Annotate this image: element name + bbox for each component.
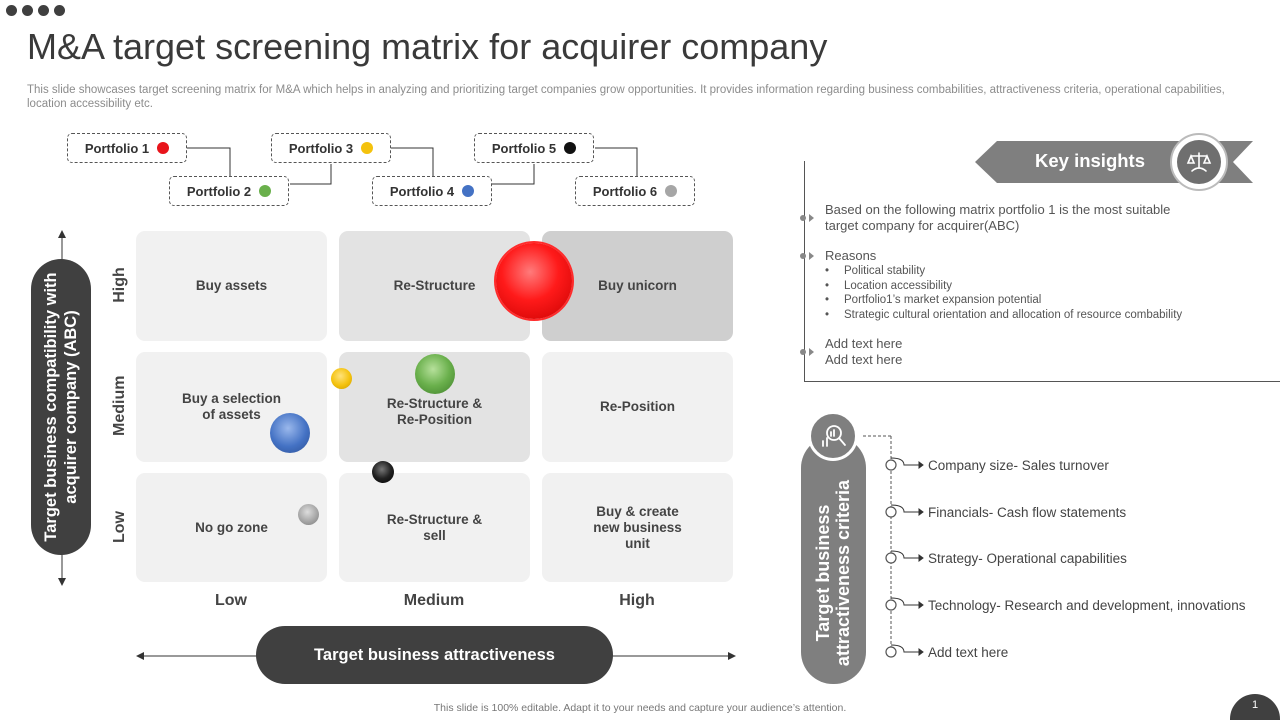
col-label-medium: Medium <box>403 592 465 609</box>
portfolio-4-tag: Portfolio 4 <box>372 176 492 206</box>
reason-item: •Strategic cultural orientation and allo… <box>825 308 1183 321</box>
blue-dot-icon <box>462 185 475 197</box>
black-dot-icon <box>564 142 577 154</box>
insight-main-point: Based on the following matrix portfolio … <box>825 202 1171 233</box>
col-label-low: Low <box>215 592 247 609</box>
gray-dot-icon <box>665 185 678 197</box>
reason-item: •Political stability <box>825 265 926 277</box>
criteria-item: Strategy- Operational capabilities <box>928 551 1127 566</box>
insight-markers <box>800 214 814 356</box>
criteria-connectors <box>863 435 924 658</box>
row-label-low: Low <box>111 511 128 543</box>
criteria-item: Company size- Sales turnover <box>928 458 1109 473</box>
portfolio-5-tag: Portfolio 5 <box>474 133 594 163</box>
criteria-item: Financials- Cash flow statements <box>928 505 1127 520</box>
insight-add-text-1: Add text here <box>825 336 903 351</box>
y-axis-pill <box>31 259 91 555</box>
insight-add-text-2: Add text here <box>825 352 903 367</box>
page-subtitle: This slide showcases target screening ma… <box>27 84 1225 110</box>
green-dot-icon <box>259 185 272 197</box>
key-insights-panel <box>804 161 1280 382</box>
portfolio-1-tag: Portfolio 1 <box>67 133 187 163</box>
portfolio-3-tag: Portfolio 3 <box>271 133 391 163</box>
cell-high-high: Buy unicorn <box>542 231 733 341</box>
cell-low-medium: Re-Structure & sell <box>339 473 530 582</box>
page-number-badge: 1 <box>1230 694 1280 720</box>
criteria-item: Add text here <box>928 645 1009 660</box>
reason-item: •Portfolio1’s market expansion potential <box>825 294 1042 306</box>
portfolio-6-tag: Portfolio 6 <box>575 176 695 206</box>
portfolio-4-bubble <box>270 413 310 453</box>
col-label-high: High <box>619 592 655 609</box>
cell-medium-high: Re-Position <box>542 352 733 462</box>
page-title: M&A target screening matrix for acquirer… <box>27 26 828 67</box>
portfolio-5-bubble <box>372 461 394 483</box>
x-axis-title: Target business attractiveness <box>256 626 613 684</box>
red-dot-icon <box>157 142 170 154</box>
row-label-high: High <box>111 267 128 303</box>
analytics-magnifier-icon <box>808 411 858 461</box>
key-insights-heading: Key insights <box>1035 150 1145 171</box>
yellow-dot-icon <box>361 142 374 154</box>
scale-icon <box>1170 133 1228 191</box>
y-axis-title: Target business compatibility with acqui… <box>42 272 80 542</box>
portfolio-1-bubble <box>496 243 572 319</box>
row-label-medium: Medium <box>111 375 128 436</box>
portfolio-2-tag: Portfolio 2 <box>169 176 289 206</box>
portfolio-2-bubble <box>415 354 455 394</box>
criteria-item: Technology- Research and development, in… <box>928 598 1246 613</box>
reasons-title: Reasons <box>825 248 877 263</box>
cell-low-high: Buy & create new business unit <box>542 473 733 582</box>
cell-low-low: No go zone <box>136 473 327 582</box>
cell-high-low: Buy assets <box>136 231 327 341</box>
reason-item: •Location accessibility <box>825 279 953 292</box>
reasons-list: •Political stability •Location accessibi… <box>825 264 1182 322</box>
criteria-title: Target business attractiveness criteria <box>813 479 853 667</box>
portfolio-3-bubble <box>331 368 352 389</box>
portfolio-6-bubble <box>298 504 319 525</box>
portfolio-connectors <box>187 147 638 185</box>
criteria-pill <box>801 436 866 684</box>
window-dots <box>6 5 65 16</box>
footer-note: This slide is 100% editable. Adapt it to… <box>433 702 847 714</box>
